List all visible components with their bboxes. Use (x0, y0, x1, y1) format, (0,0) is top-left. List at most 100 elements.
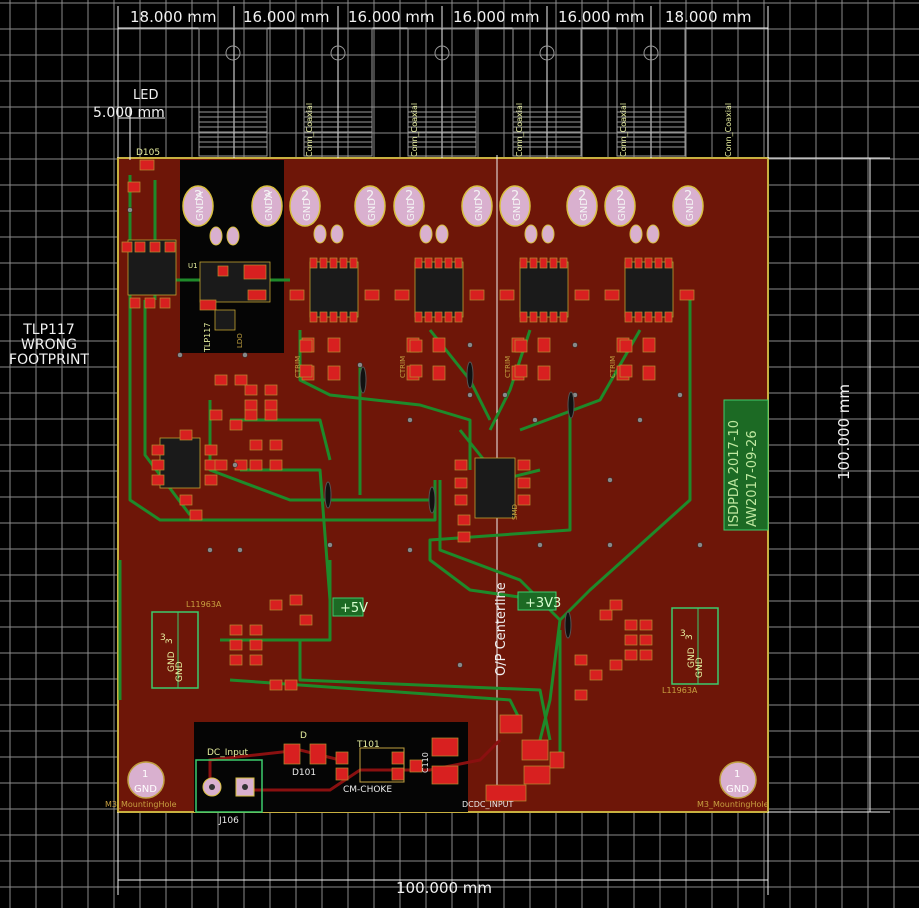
center-smd-label: SMD (511, 504, 519, 520)
smd-pad (149, 241, 161, 253)
through-hole-pad (541, 224, 555, 244)
reg-pin: 3 (165, 638, 175, 644)
smd-pad (214, 459, 228, 471)
smd-pad (151, 444, 165, 456)
through-hole-pad (629, 224, 643, 244)
coax-center (643, 45, 659, 61)
channel-2-pad (454, 311, 463, 323)
smd-pad (129, 297, 141, 309)
channel-3-pad (539, 257, 548, 269)
channel-1-pad (329, 311, 338, 323)
channel-4-pad (624, 257, 633, 269)
smd-pad (249, 639, 263, 651)
through-hole-pad (435, 224, 449, 244)
oval-pad (604, 185, 636, 227)
channel-1-pad (339, 311, 348, 323)
c110-label: C110 (421, 752, 430, 773)
smd-pad (454, 459, 468, 471)
dimension-top-6: 18.000 mm (665, 8, 752, 26)
oval-pad (499, 185, 531, 227)
warning-line-2: WRONG (21, 337, 77, 353)
smd-pad (589, 669, 603, 681)
channel-2-ic (414, 261, 464, 318)
smd-pad (454, 477, 468, 489)
channel-4-pad (654, 311, 663, 323)
reg-pin: 3 (685, 634, 695, 640)
channel-3-pad (549, 257, 558, 269)
oval-pad (566, 185, 598, 227)
reg-gnd: GND (175, 661, 185, 682)
via (242, 352, 248, 358)
reg-pin: 3 (680, 629, 686, 639)
pad-net: GND (579, 198, 590, 221)
trace (208, 400, 430, 502)
via (637, 417, 643, 423)
oval-pad (251, 185, 283, 227)
smd-pad (454, 494, 468, 506)
coax-center (434, 45, 450, 61)
regulator-outline (151, 611, 199, 689)
via (607, 542, 613, 548)
warning-line-1: TLP117 (23, 322, 75, 338)
via (532, 417, 538, 423)
trace (298, 640, 552, 741)
coax-center (225, 45, 241, 61)
mounting-pad (719, 761, 757, 799)
trim-pad (299, 339, 313, 353)
smd-pad (517, 494, 531, 506)
dc-input-label: DC_Input (207, 748, 249, 758)
via (407, 417, 413, 423)
coax-label-2: Conn_Coaxial (410, 102, 419, 157)
channel-4-ctrim-label: CTRIM (609, 356, 617, 378)
channel-2-pad (444, 311, 453, 323)
smd-pad (209, 409, 223, 421)
pad-number: 2 (194, 189, 202, 204)
cm-choke-label: CM-CHOKE (343, 785, 393, 795)
mount-right-label: M3_MountingHole (697, 800, 769, 809)
smd-pad (517, 477, 531, 489)
via (697, 542, 703, 548)
channel-3-pad (559, 311, 568, 323)
center-ic (474, 457, 516, 519)
smd-pad (269, 679, 283, 691)
mid-left-ic (159, 437, 201, 489)
smd-pad (639, 619, 653, 631)
plus3v3-box (517, 591, 557, 611)
pad-net: GND (406, 198, 417, 221)
channel-1-trim (327, 365, 341, 381)
pad-number: 2 (473, 189, 481, 204)
dc-pin-hole (242, 784, 248, 790)
smd-pad (179, 429, 193, 441)
smd-pad (574, 654, 588, 666)
channel-2-pad (444, 257, 453, 269)
coax-body (198, 27, 268, 157)
rev-label-line1: ISDPDA 2017-10 (727, 419, 742, 527)
smd-pad (624, 634, 638, 646)
channel-4-pad (654, 257, 663, 269)
led-d105 (139, 159, 155, 171)
channel-4-pad (644, 311, 653, 323)
d101-label: D101 (292, 768, 317, 778)
trim-pad (299, 364, 313, 378)
trace (428, 395, 572, 602)
smd-pad (289, 594, 303, 606)
channel-4-resistor (679, 289, 695, 301)
via (677, 392, 683, 398)
channel-3-pad (529, 311, 538, 323)
trim-pad (409, 339, 423, 353)
mounting-pad-number: 1 (734, 769, 740, 780)
channel-1-resistor (364, 289, 380, 301)
mounting-pad-net: GND (726, 784, 749, 795)
channel-1-pad (319, 257, 328, 269)
smd-pad (229, 419, 243, 431)
smd-pad (639, 649, 653, 661)
smd-pad (151, 474, 165, 486)
coax-body (512, 27, 582, 157)
pad-net: GNDA (195, 191, 206, 221)
via (237, 547, 243, 553)
dcdc-pad (523, 765, 551, 785)
pad-net: GND (685, 198, 696, 221)
